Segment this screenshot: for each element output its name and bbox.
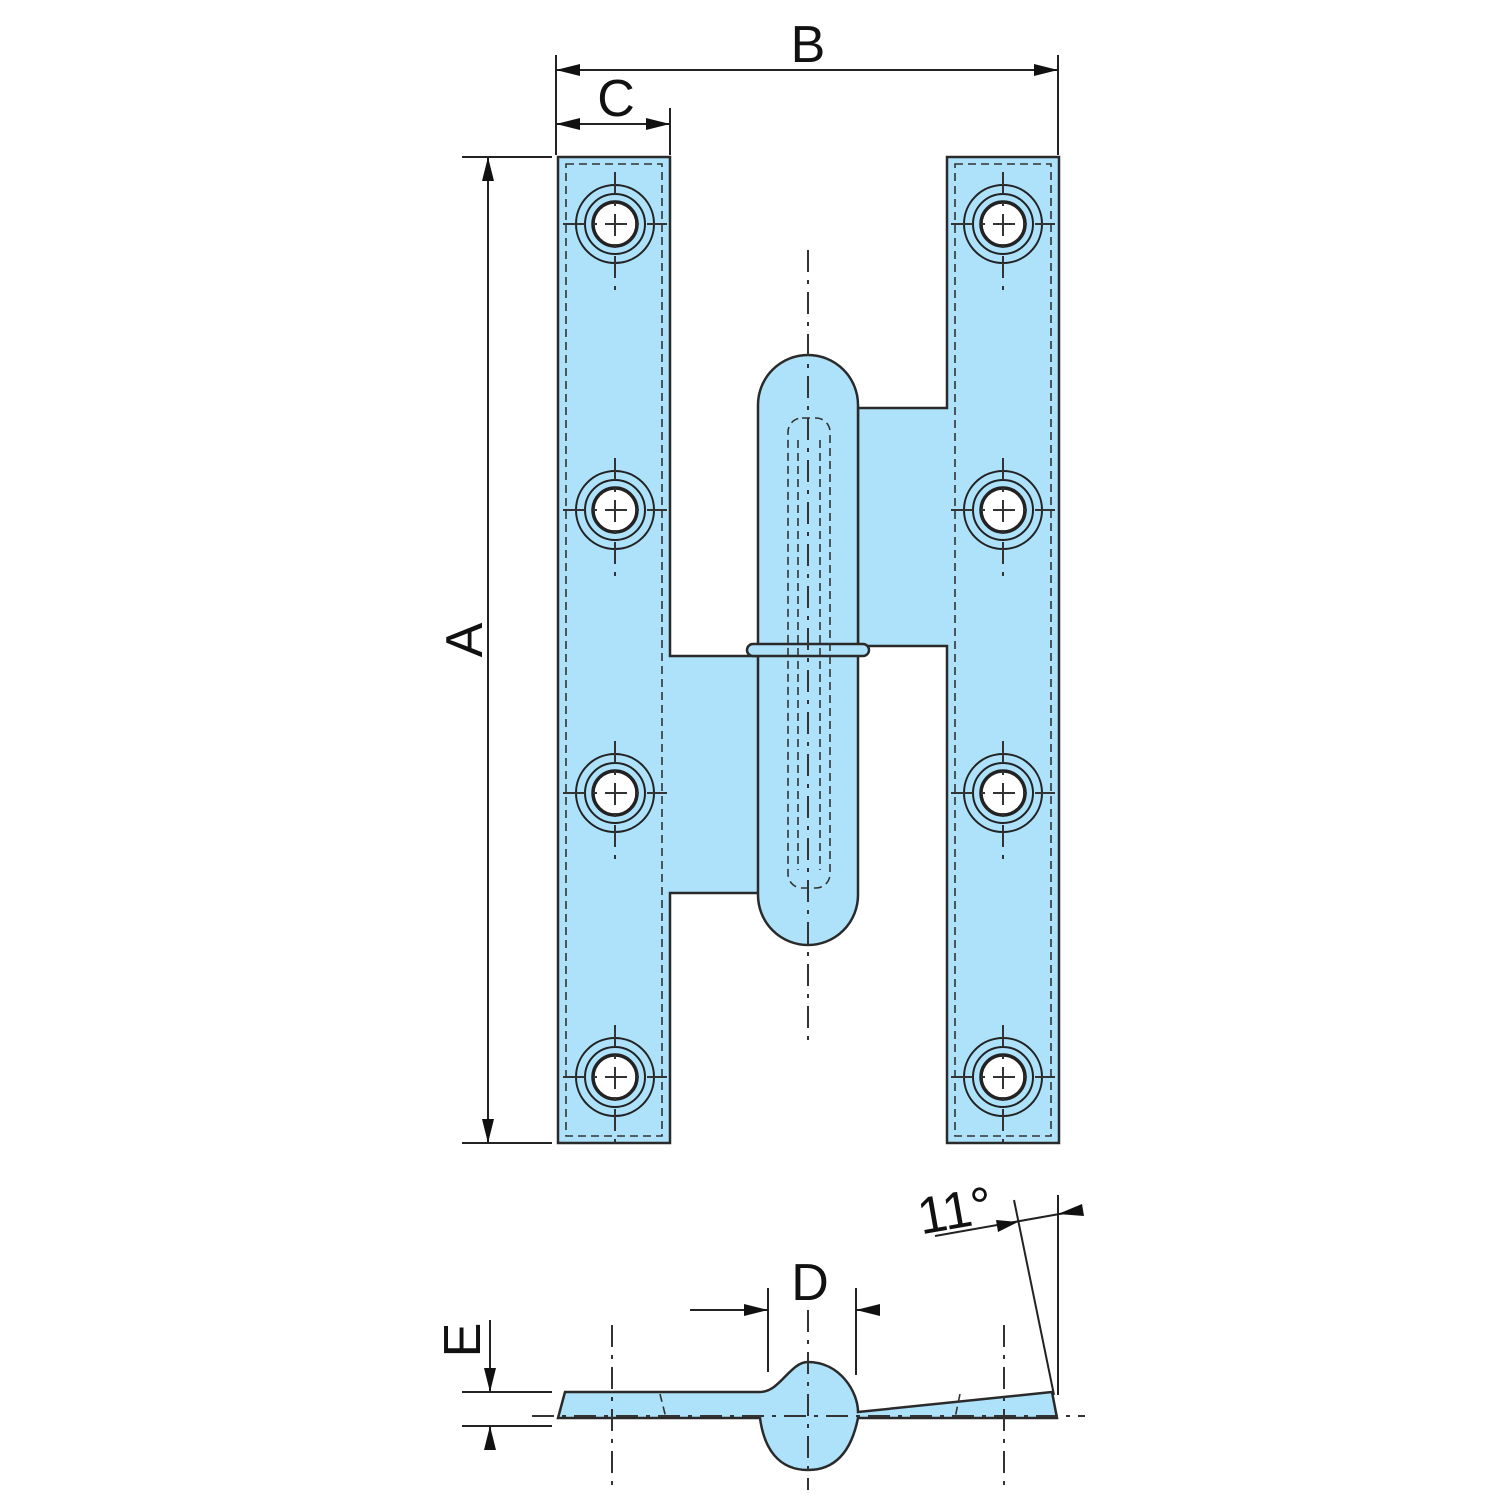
screw-hole <box>563 458 667 582</box>
dim-c-arrow-right <box>646 118 670 130</box>
dim-d-arrow-left <box>744 1304 768 1316</box>
dim-e-arrow-top <box>484 1368 496 1392</box>
angle-arrow-left <box>996 1220 1018 1232</box>
dim-d-arrow-right <box>856 1304 880 1316</box>
side-hole-hidden-right <box>954 1393 961 1419</box>
dim-c-label: C <box>597 70 635 128</box>
screw-hole <box>951 458 1055 582</box>
screw-hole <box>563 172 667 296</box>
dim-e-arrow-bottom <box>484 1426 496 1450</box>
hinge-side-view: D E 11° <box>434 1176 1085 1490</box>
screw-hole <box>951 172 1055 296</box>
screw-hole <box>563 1025 667 1149</box>
dim-c-arrow-left <box>556 118 580 130</box>
dim-b-arrow-right <box>1034 64 1058 76</box>
left-leaf <box>556 155 762 1145</box>
screw-hole <box>563 741 667 865</box>
dim-a-arrow-top <box>482 157 494 181</box>
right-leaf <box>856 155 1061 1145</box>
hinge-front-view: B C A <box>436 16 1061 1149</box>
dim-b-arrow-left <box>556 64 580 76</box>
dim-b-label: B <box>791 16 826 74</box>
dim-a-arrow-bottom <box>482 1119 494 1143</box>
angle-arrow-right <box>1058 1204 1084 1216</box>
screw-holes <box>563 172 1055 1149</box>
dim-e-label: E <box>434 1323 492 1358</box>
dim-a-label: A <box>436 622 494 657</box>
screw-hole <box>951 741 1055 865</box>
dim-d-label: D <box>791 1254 829 1312</box>
screw-hole <box>951 1025 1055 1149</box>
angle-label: 11° <box>913 1176 997 1246</box>
angle-inclined-ref <box>1013 1199 1055 1396</box>
side-hole-hidden-left <box>659 1393 667 1419</box>
